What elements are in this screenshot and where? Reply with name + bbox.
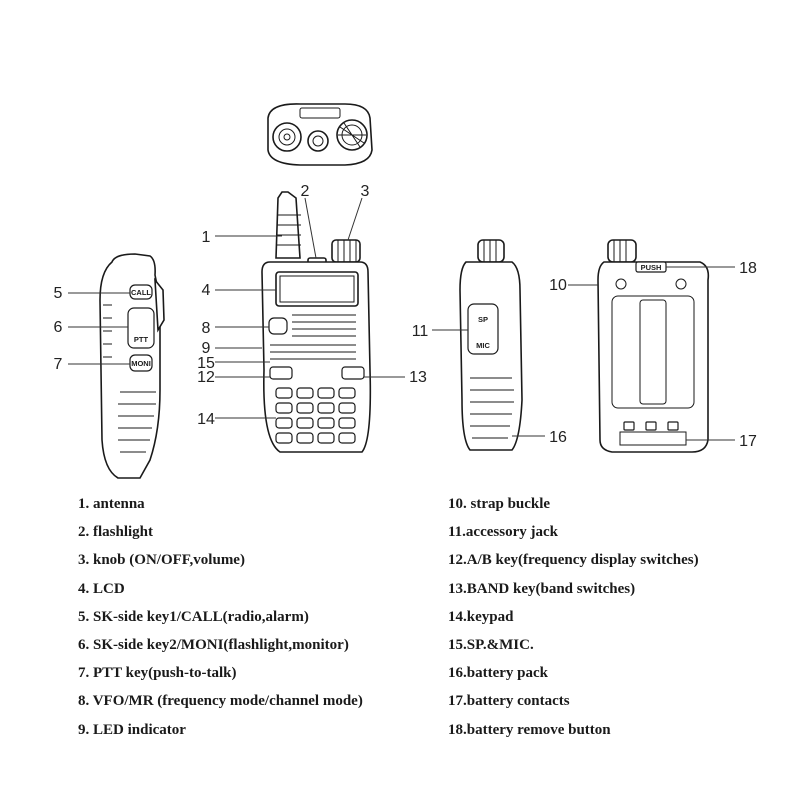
legend-item: 13.BAND key(band switches) bbox=[448, 580, 636, 597]
legend-item: 6. SK-side key2/MONI(flashlight,monitor) bbox=[78, 636, 349, 653]
back-view: PUSH bbox=[597, 239, 710, 453]
top-view bbox=[267, 103, 373, 166]
callout-1: 1 bbox=[202, 229, 211, 246]
radio-diagram: CALL PTT MONI bbox=[54, 103, 757, 479]
legend-item: 12.A/B key(frequency display switches) bbox=[448, 552, 699, 569]
legend-item: 18.battery remove button bbox=[448, 721, 611, 738]
legend-item: 7. PTT key(push-to-talk) bbox=[78, 665, 237, 682]
push-button-label: PUSH bbox=[641, 263, 662, 272]
ptt-button-label: PTT bbox=[134, 335, 149, 344]
call-button-label: CALL bbox=[131, 288, 151, 297]
leader-lines bbox=[68, 197, 735, 441]
callout-4: 4 bbox=[202, 282, 211, 299]
legend-item: 14.keypad bbox=[448, 608, 514, 625]
callout-17: 17 bbox=[739, 433, 757, 450]
callout-5: 5 bbox=[54, 285, 63, 302]
legend-item: 2. flashlight bbox=[78, 524, 154, 541]
legend-item: 9. LED indicator bbox=[78, 721, 186, 738]
mic-jack-label: MIC bbox=[476, 341, 490, 350]
callout-13: 13 bbox=[409, 369, 427, 386]
callout-numbers: 1 2 3 4 5 6 7 8 9 10 11 12 13 14 15 16 1… bbox=[54, 183, 757, 450]
legend-item: 15.SP.&MIC. bbox=[448, 636, 534, 653]
callout-15: 15 bbox=[197, 355, 215, 372]
callout-6: 6 bbox=[54, 319, 63, 336]
callout-18: 18 bbox=[739, 260, 757, 277]
side-view-right: SP MIC bbox=[459, 239, 523, 451]
callout-7: 7 bbox=[54, 356, 63, 373]
legend-right: 10. strap buckle 11.accessory jack 12.A/… bbox=[448, 490, 699, 744]
legend-item: 16.battery pack bbox=[448, 665, 548, 682]
legend-item: 5. SK-side key1/CALL(radio,alarm) bbox=[78, 608, 309, 625]
legend-item: 1. antenna bbox=[78, 496, 145, 512]
callout-16: 16 bbox=[549, 429, 567, 446]
front-view bbox=[261, 191, 372, 453]
callout-12: 12 bbox=[197, 369, 215, 386]
legend-item: 3. knob (ON/OFF,volume) bbox=[78, 552, 245, 569]
callout-10: 10 bbox=[549, 277, 567, 294]
callout-11: 11 bbox=[412, 323, 429, 340]
legend-left: 1. antenna 2. flashlight 3. knob (ON/OFF… bbox=[78, 490, 363, 744]
callout-3: 3 bbox=[361, 183, 370, 200]
keypad-keys bbox=[275, 387, 356, 444]
legend-item: 17.battery contacts bbox=[448, 693, 570, 710]
legend-item: 11.accessory jack bbox=[448, 524, 558, 541]
side-view-left: CALL PTT MONI bbox=[99, 253, 165, 479]
legend-item: 10. strap buckle bbox=[448, 496, 551, 512]
callout-9: 9 bbox=[202, 340, 211, 357]
callout-8: 8 bbox=[202, 320, 211, 337]
callout-14: 14 bbox=[197, 411, 215, 428]
callout-2: 2 bbox=[301, 183, 310, 200]
moni-button-label: MONI bbox=[131, 359, 151, 368]
sp-jack-label: SP bbox=[478, 315, 488, 324]
legend-item: 8. VFO/MR (frequency mode/channel mode) bbox=[78, 693, 363, 710]
legend-item: 4. LCD bbox=[78, 580, 125, 597]
